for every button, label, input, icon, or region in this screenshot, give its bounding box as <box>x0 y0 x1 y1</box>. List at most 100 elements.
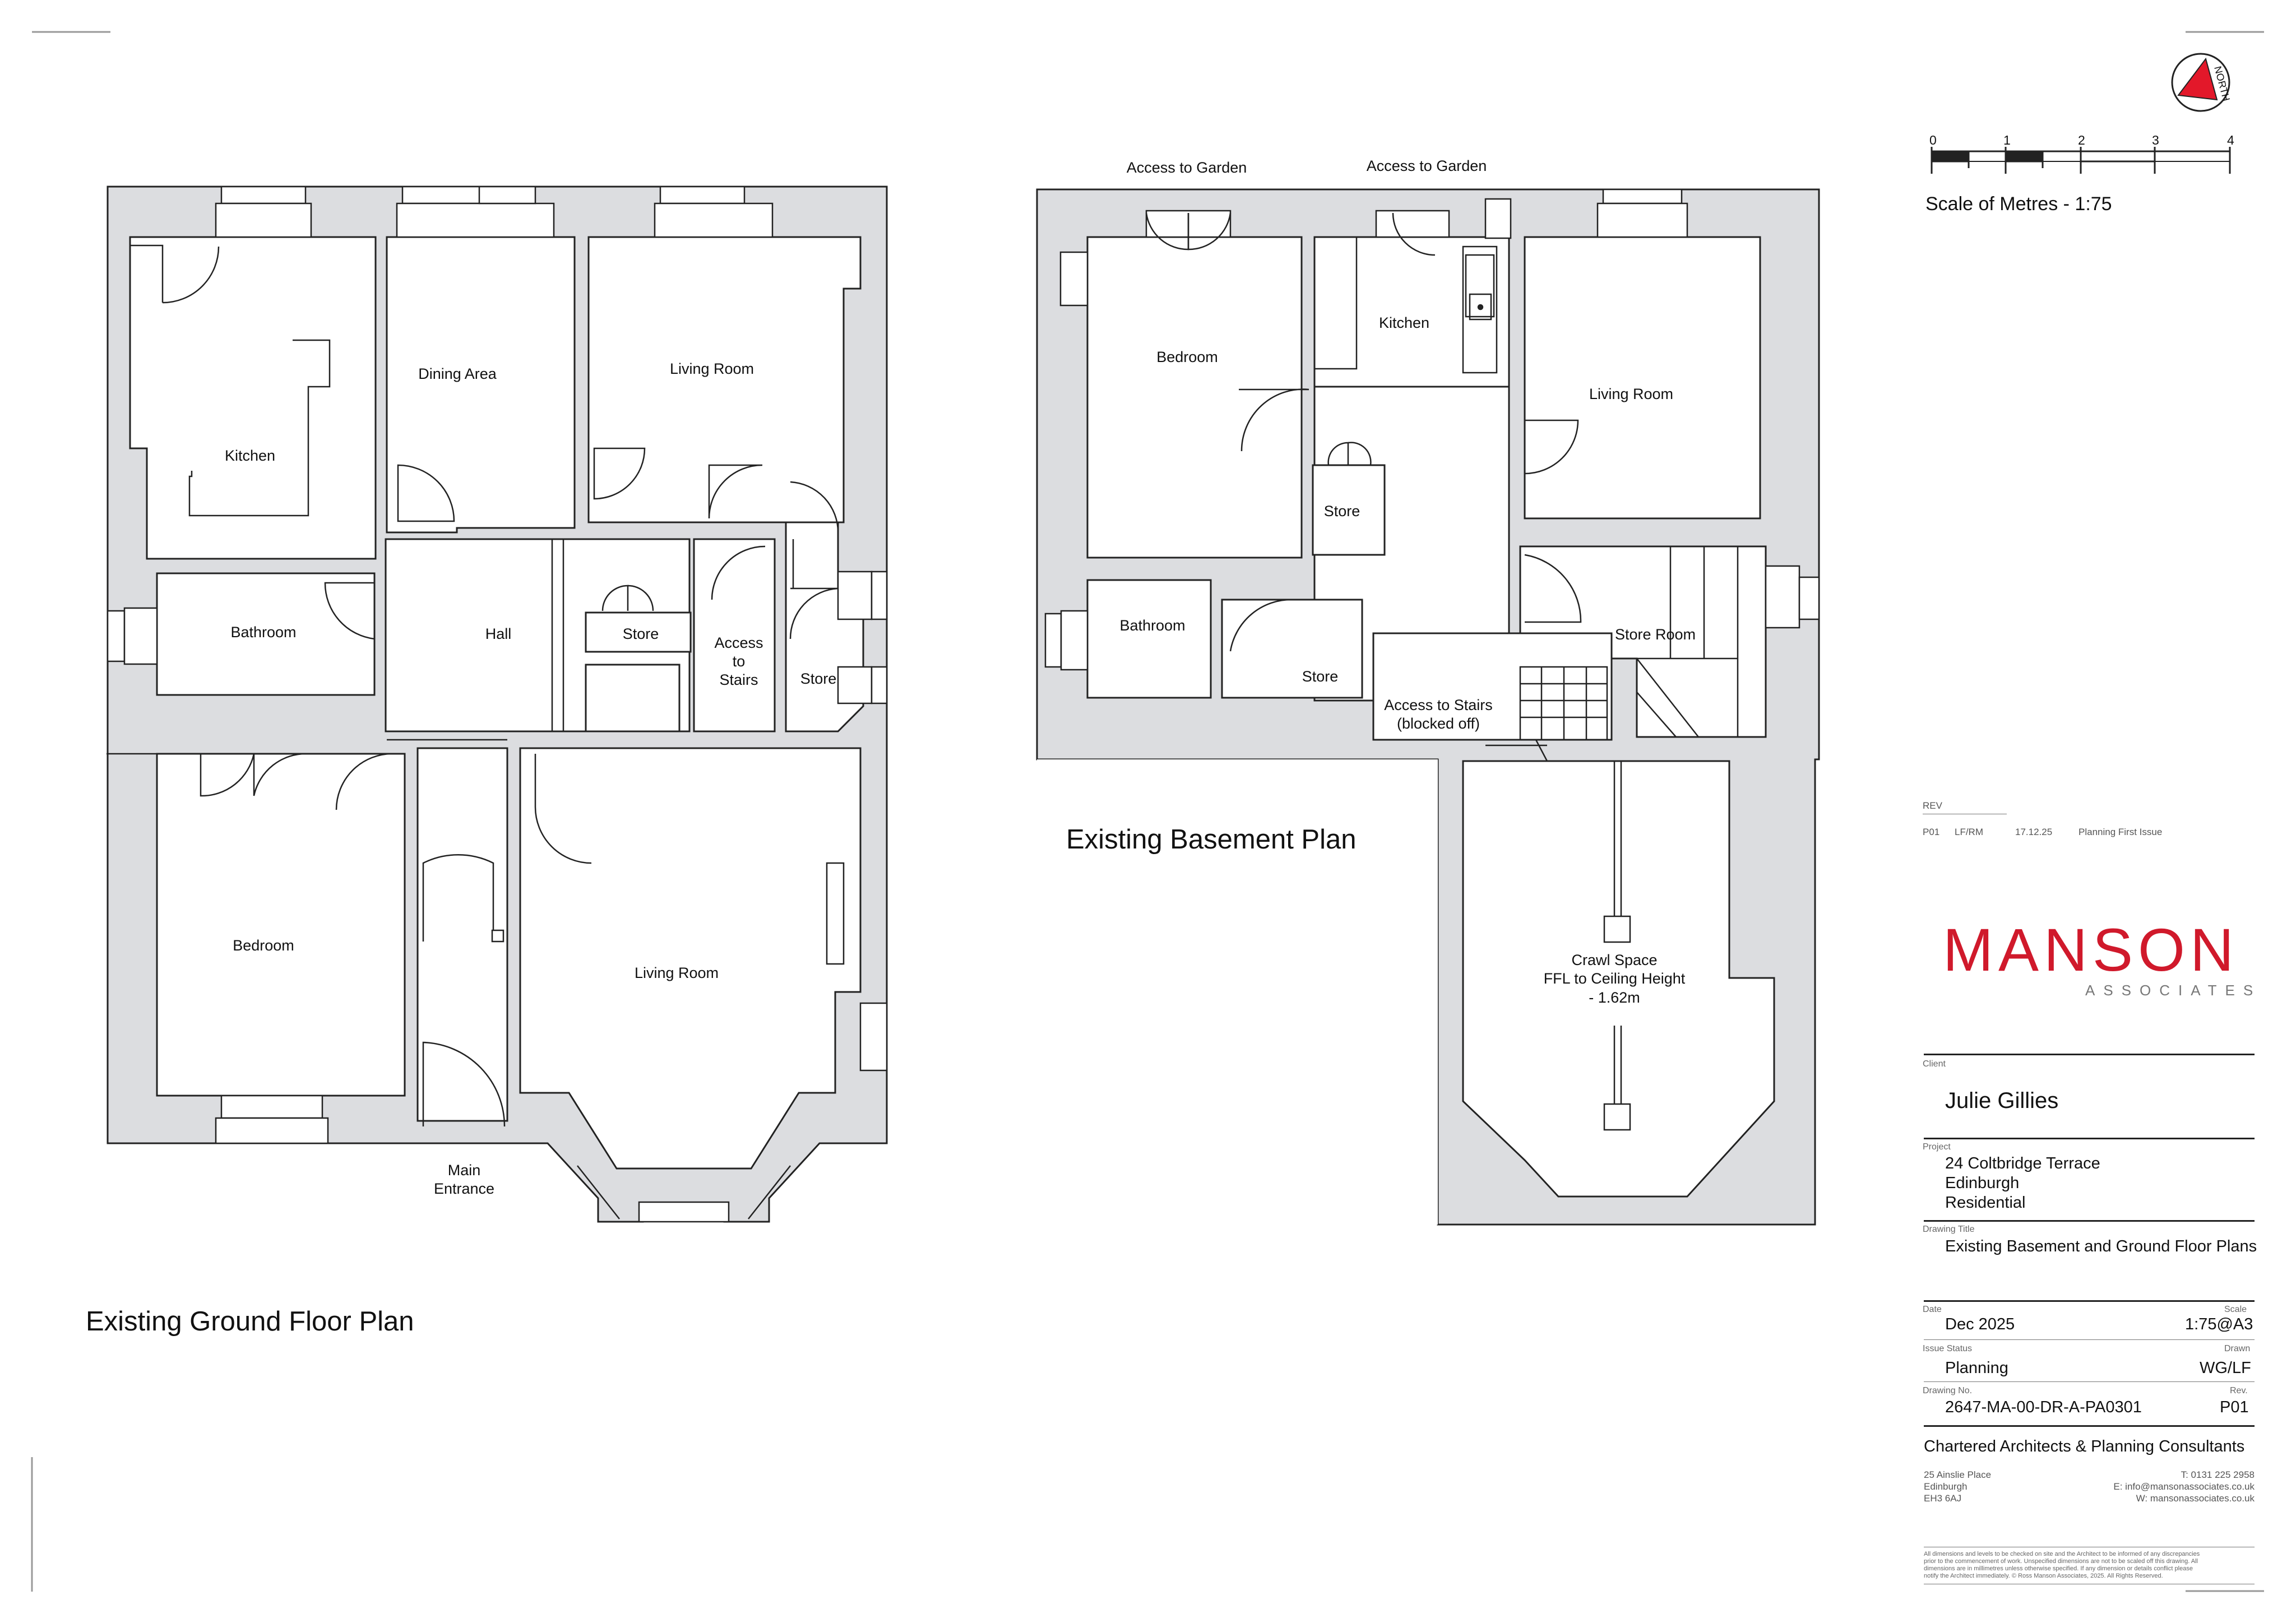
north-arrow-icon: NORTH <box>2171 53 2232 112</box>
revision-rev: P01 <box>1923 827 1940 837</box>
bsm-room-crawl <box>1462 760 1775 1198</box>
room-bedroom <box>156 753 406 1097</box>
tb-date: Dec 2025 <box>1945 1315 2015 1333</box>
label-bsm-living: Living Room <box>1589 386 1673 402</box>
scale-caption: Scale of Metres - 1:75 <box>1925 193 2112 215</box>
label-bathroom: Bathroom <box>230 624 296 641</box>
tb-drawn: WG/LF <box>2200 1359 2251 1377</box>
ground-windows <box>107 186 888 1223</box>
room-store-small <box>585 664 681 732</box>
label-access-2: to <box>733 653 746 670</box>
tb-scale-label: Scale <box>2224 1305 2247 1314</box>
scale-tick-3: 3 <box>2152 133 2159 147</box>
tb-address-3: EH3 6AJ <box>1924 1493 1962 1504</box>
tb-contact-phone: T: 0131 225 2958 <box>2181 1469 2255 1480</box>
label-bsm-bathroom: Bathroom <box>1119 617 1185 634</box>
label-living-top: Living Room <box>670 360 754 377</box>
label-store-mid: Store <box>623 625 659 642</box>
brand-logo: MANSON <box>1943 916 2239 984</box>
label-entrance-2: Entrance <box>434 1180 494 1197</box>
label-bsm-kitchen: Kitchen <box>1379 314 1429 331</box>
ground-rooms <box>129 236 864 1170</box>
tb-project-line-2: Edinburgh <box>1945 1174 2020 1192</box>
label-living-bottom: Living Room <box>635 964 719 981</box>
stairs <box>1519 546 1739 741</box>
tb-issue: Planning <box>1945 1359 2008 1377</box>
label-bsm-store-top: Store <box>1324 503 1360 520</box>
ground-doors <box>107 244 839 1127</box>
ground-room-labels: Kitchen Dining Area Living Room Bathroom… <box>225 360 836 1197</box>
label-garden-right: Access to Garden <box>1367 157 1487 174</box>
tb-disclaimer-1: All dimensions and levels to be checked … <box>1924 1551 2200 1557</box>
tb-rev-label: Rev. <box>2230 1386 2248 1395</box>
label-kitchen: Kitchen <box>225 447 275 464</box>
tb-drawn-label: Drawn <box>2224 1344 2251 1353</box>
tb-rule-1 <box>1924 1054 2255 1055</box>
bsm-room-kitchen <box>1313 236 1510 388</box>
label-entrance-1: Main <box>448 1162 481 1179</box>
tb-client-label: Client <box>1923 1059 1946 1069</box>
room-dining <box>386 236 576 534</box>
ground-fittings <box>188 339 845 965</box>
label-garden-left: Access to Garden <box>1127 159 1247 176</box>
ground-plan-title: Existing Ground Floor Plan <box>86 1306 414 1337</box>
tb-rule-5 <box>1924 1339 2255 1340</box>
label-access-3: Stairs <box>719 671 758 688</box>
room-store-mid <box>585 611 692 653</box>
tb-project-line-1: 24 Coltbridge Terrace <box>1945 1154 2100 1172</box>
tb-rule-7 <box>1924 1425 2255 1427</box>
tb-project-label: Project <box>1923 1142 1951 1152</box>
tb-number-label: Drawing No. <box>1923 1386 1973 1395</box>
label-bsm-bedroom: Bedroom <box>1156 349 1218 365</box>
revision-header: REV <box>1923 800 1942 811</box>
room-living-bottom <box>519 747 862 1170</box>
tb-date-label: Date <box>1923 1305 1942 1314</box>
room-entrance-lobby <box>416 747 508 1122</box>
sheet-corner-marks <box>31 31 2264 1592</box>
label-hall: Hall <box>485 625 512 642</box>
tb-contact-email: E: info@mansonassociates.co.uk <box>2113 1481 2255 1492</box>
tb-number: 2647-MA-00-DR-A-PA0301 <box>1945 1398 2142 1416</box>
scale-tick-4: 4 <box>2227 133 2234 147</box>
label-bedroom: Bedroom <box>233 937 294 954</box>
scale-bar <box>1931 147 2231 174</box>
scale-ticks: 0 1 2 3 4 <box>1929 133 2234 147</box>
basement-fittings <box>1313 236 1739 1131</box>
bsm-room-bathroom <box>1086 579 1212 699</box>
label-bsm-stairs-1: Access to Stairs <box>1384 697 1493 713</box>
tb-rule-6 <box>1924 1381 2255 1382</box>
room-kitchen <box>129 236 377 560</box>
basement-room-labels: Access to Garden Access to Garden Bedroo… <box>1119 157 1696 1006</box>
revision-by: LF/RM <box>1955 827 1983 837</box>
bsm-room-store-top <box>1312 464 1386 556</box>
tb-client: Julie Gillies <box>1945 1088 2059 1113</box>
label-dining: Dining Area <box>418 365 497 382</box>
tb-disclaimer-4: notify the Architect immediately. © Ross… <box>1924 1573 2163 1579</box>
basement-doors <box>1145 212 1582 652</box>
tb-scale: 1:75@A3 <box>2185 1315 2253 1333</box>
basement-plan: Access to Garden Access to Garden Bedroo… <box>1036 157 1820 1226</box>
room-access-stairs <box>693 538 776 732</box>
label-bsm-stairs-2: (blocked off) <box>1397 715 1480 732</box>
tb-address-1: 25 Ainslie Place <box>1924 1469 1992 1480</box>
bsm-room-bedroom <box>1086 236 1303 559</box>
label-crawl-2: FFL to Ceiling Height <box>1544 970 1686 987</box>
label-crawl-1: Crawl Space <box>1571 952 1657 968</box>
tb-firm: Chartered Architects & Planning Consulta… <box>1924 1437 2245 1455</box>
tb-disclaimer-2: prior to the commencement of work. Unspe… <box>1924 1558 2198 1565</box>
tb-drawing-title-label: Drawing Title <box>1923 1225 1975 1234</box>
brand-sub: ASSOCIATES <box>2085 982 2262 999</box>
scale-tick-2: 2 <box>2078 133 2085 147</box>
label-store-right: Store <box>800 670 837 687</box>
tb-rule-3 <box>1924 1220 2255 1222</box>
tb-disclaimer: All dimensions and levels to be checked … <box>1924 1551 2200 1580</box>
scale-tick-1: 1 <box>2003 133 2011 147</box>
bsm-room-store-bottom <box>1221 599 1363 699</box>
label-crawl-3: - 1.62m <box>1589 989 1640 1006</box>
bsm-room-stairs <box>1372 632 1613 741</box>
bsm-room-living <box>1524 236 1761 520</box>
scale-tick-0: 0 <box>1929 133 1937 147</box>
revision-desc: Planning First Issue <box>2079 827 2163 837</box>
tb-rule-2 <box>1924 1138 2255 1139</box>
